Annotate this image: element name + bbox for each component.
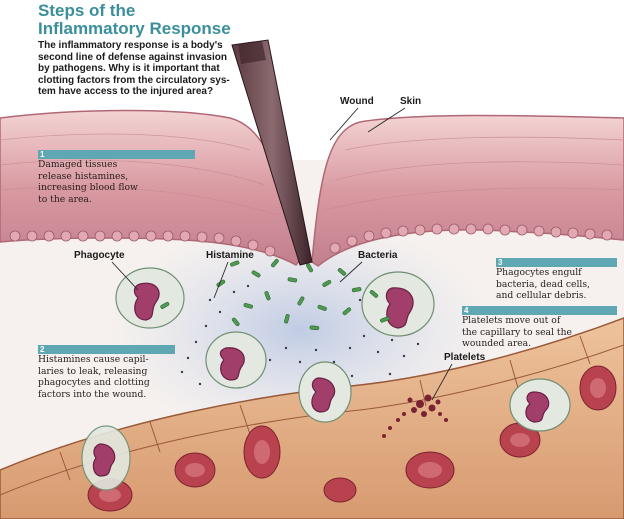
- title-line-1: Steps of the: [38, 1, 136, 20]
- step-line: bacteria, dead cells,: [496, 278, 590, 290]
- step-number-badge: 2: [38, 345, 175, 354]
- step-number-badge: 1: [38, 150, 195, 159]
- step-line: Phagocytes engulf: [496, 267, 582, 278]
- skin-striations: [0, 133, 624, 216]
- bacteria-cluster: [216, 258, 362, 331]
- histamine-pointer: [213, 261, 229, 299]
- skin-pointer: [367, 107, 406, 133]
- title-line-2: Inflammatory Response: [38, 19, 231, 38]
- page-title: Steps of the Inflammatory Response: [38, 2, 231, 38]
- label-bacteria: Bacteria: [358, 250, 398, 261]
- phagocyte-cells: [81, 267, 571, 491]
- engulfed-bacteria: [160, 290, 390, 323]
- phagocyte-pointer: [111, 261, 139, 291]
- platelet-clot: [382, 394, 448, 438]
- step-line: release histamines,: [38, 170, 129, 182]
- label-histamine: Histamine: [206, 250, 254, 261]
- wound-pointer: [329, 107, 359, 141]
- pointer-lines: [111, 107, 453, 401]
- platelets-pointer: [431, 363, 453, 401]
- label-wound: Wound: [340, 96, 374, 107]
- step-line: laries to leak, releasing: [38, 365, 148, 377]
- step-line: wounded area.: [462, 338, 532, 349]
- step-number-badge: 4: [462, 306, 617, 315]
- step-line: and cellular debris.: [496, 290, 587, 301]
- step-line: Histamines cause capil-: [38, 354, 149, 365]
- step-line: Platelets move out of: [462, 315, 561, 326]
- red-blood-cells: [87, 365, 617, 512]
- step-line: to the area.: [38, 193, 92, 205]
- step-line: factors into the wound.: [38, 388, 147, 400]
- puncturing-object: [231, 39, 313, 266]
- intro-text: The inflammatory response is a body's se…: [38, 40, 238, 98]
- basal-cell-row: [9, 223, 613, 257]
- label-phagocyte: Phagocyte: [74, 250, 125, 261]
- label-skin: Skin: [400, 96, 422, 107]
- bacteria-pointer: [339, 261, 363, 283]
- step-line: phagocytes and clotting: [38, 377, 150, 388]
- intro-line: tem have access to the injured area?: [38, 86, 214, 97]
- step-line: increasing blood flow: [38, 182, 138, 193]
- intro-line: by pathogens. Why is it important that: [38, 63, 220, 74]
- step-number-badge: 3: [496, 258, 617, 267]
- label-platelets: Platelets: [444, 352, 486, 363]
- step-line: the capillary to seal the: [462, 326, 572, 338]
- intro-line: clotting factors from the circulatory sy…: [38, 74, 230, 86]
- step-line: Damaged tissues: [38, 159, 118, 170]
- intro-line: second line of defense against invasion: [38, 51, 227, 63]
- intro-line: The inflammatory response is a body's: [38, 40, 223, 51]
